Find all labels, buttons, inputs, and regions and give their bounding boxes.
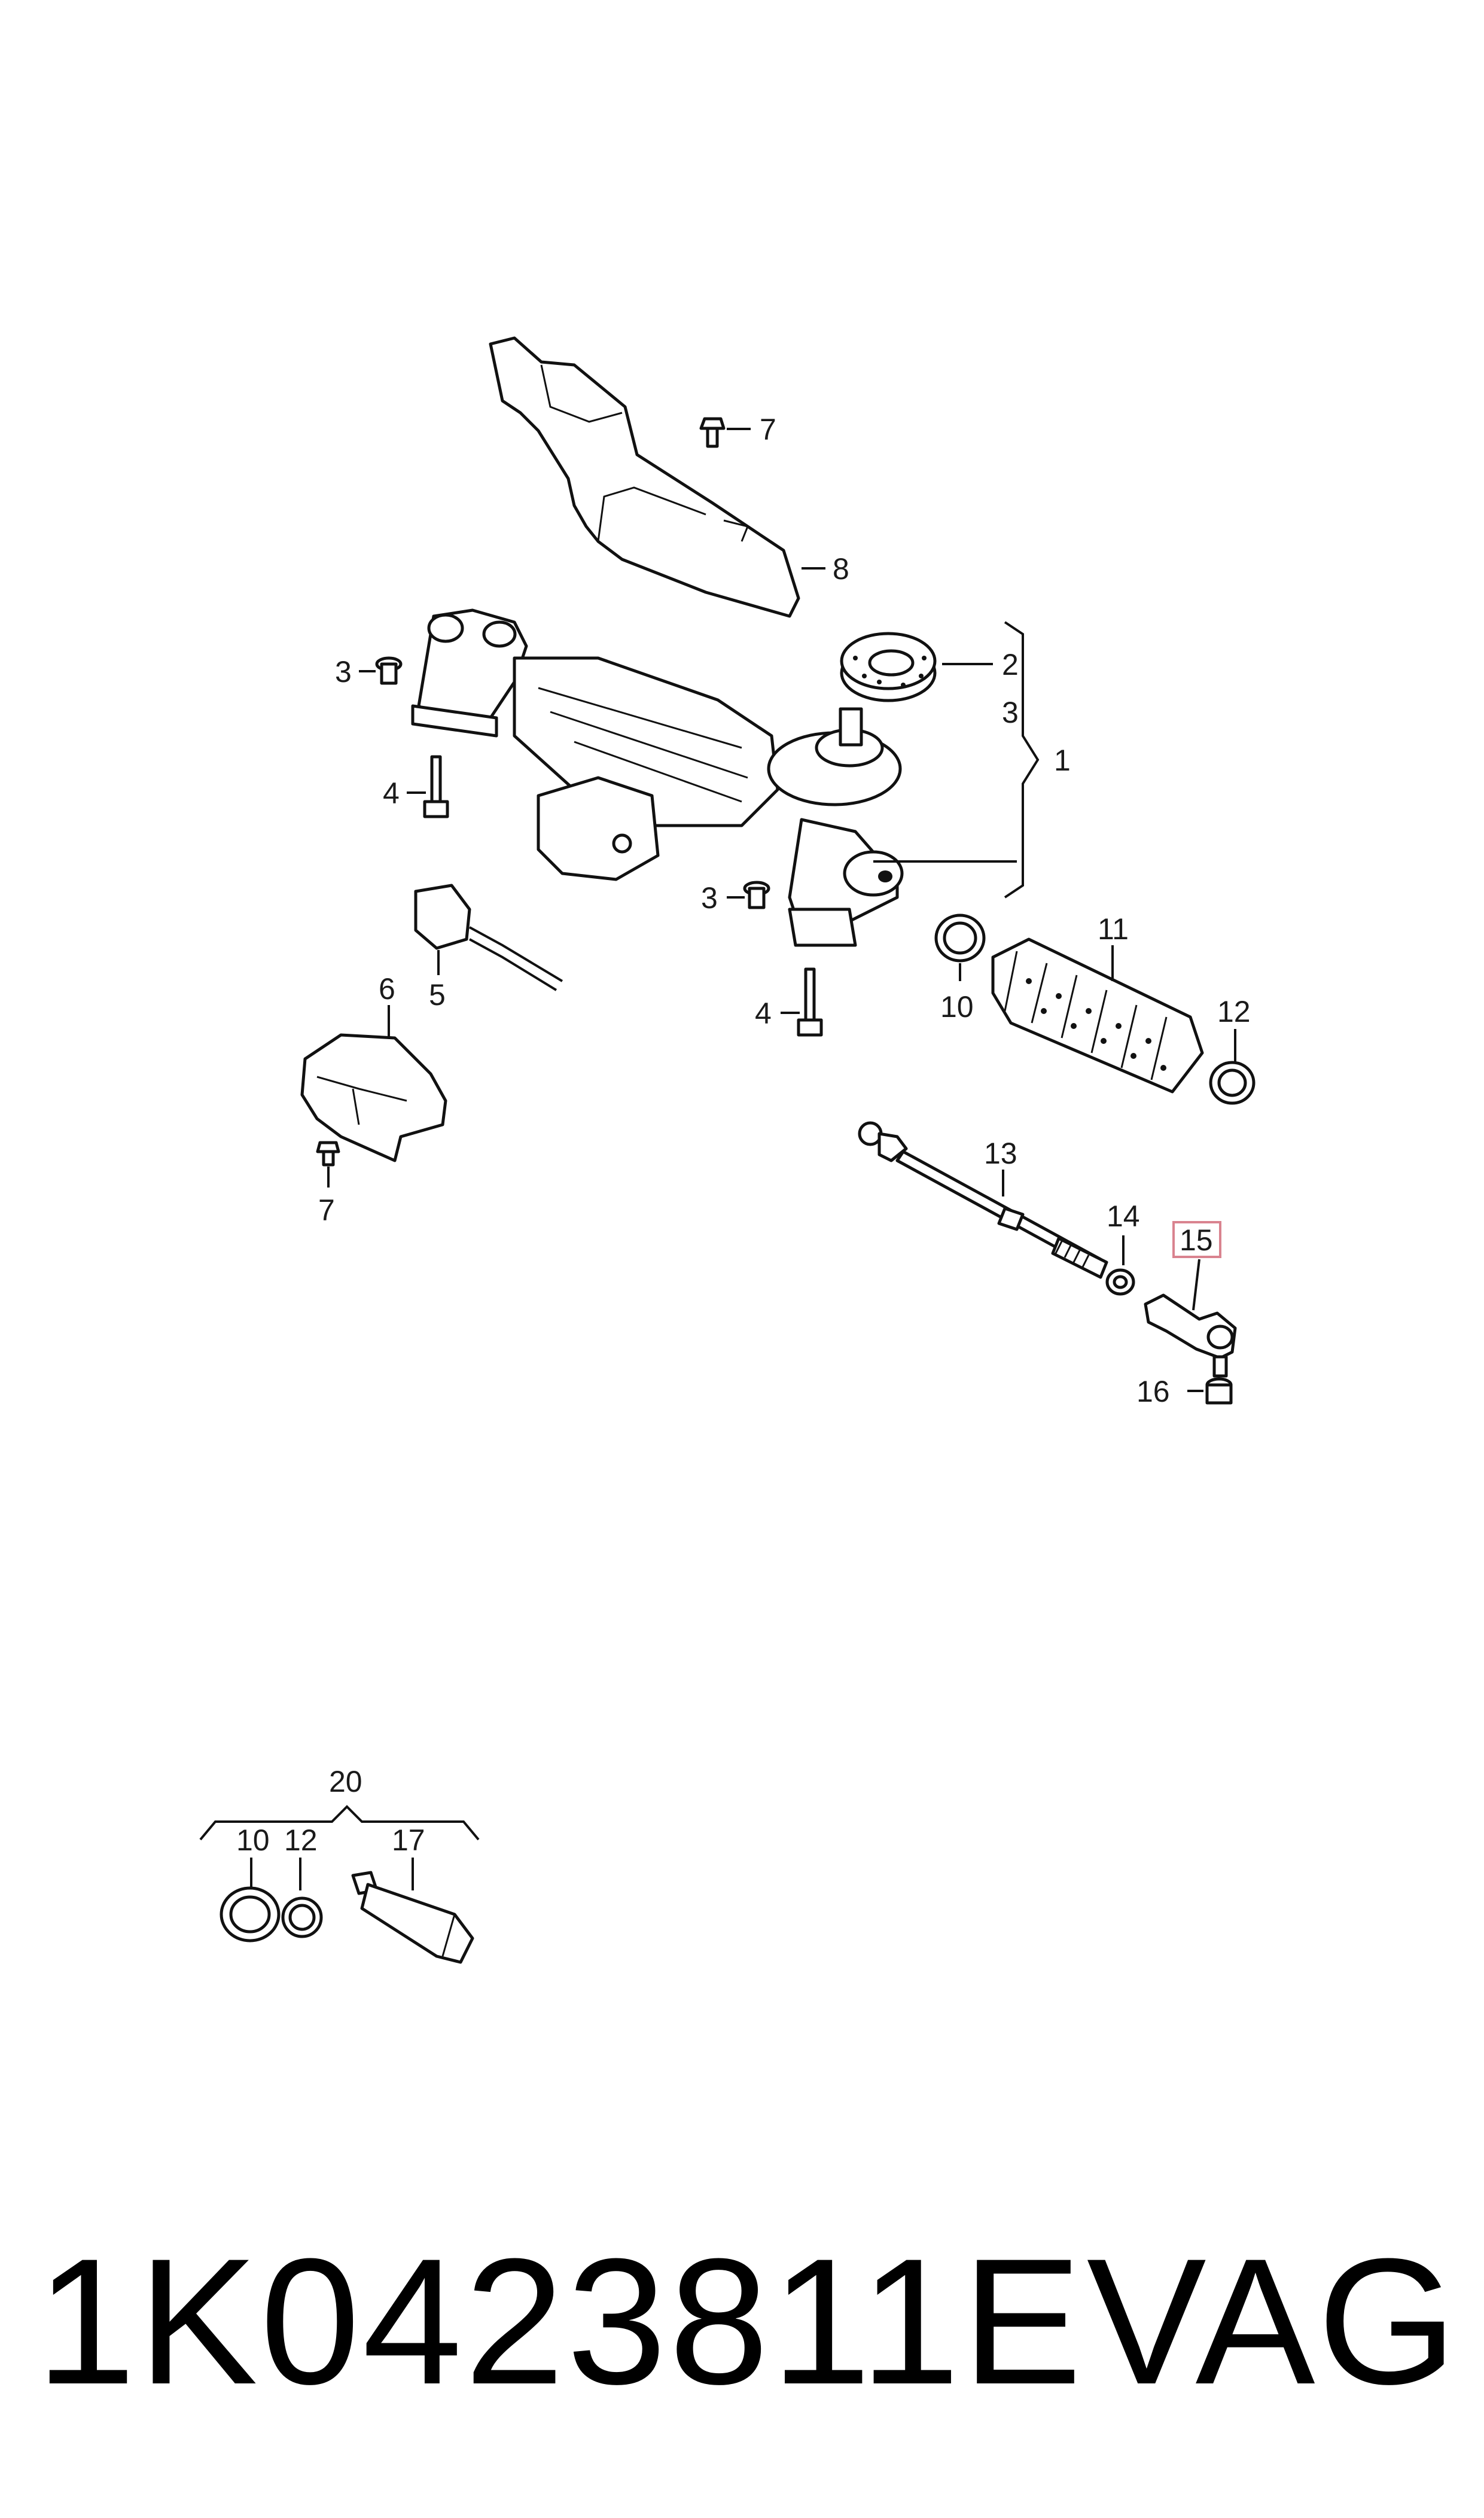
bolt-part-7-top	[699, 417, 726, 448]
kit-bracket	[199, 1805, 480, 1841]
callout-7-top: 7	[760, 413, 776, 446]
callout-10: 10	[940, 990, 974, 1024]
callout-13: 13	[984, 1137, 1017, 1170]
callout-4-right: 4	[755, 997, 772, 1030]
tie-rod-part-13	[858, 1121, 1108, 1279]
grease-tube-part-17	[351, 1871, 474, 1964]
callout-6: 6	[379, 972, 395, 1006]
nut-part-14	[1105, 1268, 1135, 1296]
callout-10-kit: 10	[236, 1823, 270, 1857]
bolt-part-3-right	[743, 881, 770, 909]
callout-11: 11	[1098, 912, 1129, 946]
locknut-part-16	[1205, 1377, 1233, 1405]
connector-part-5	[414, 884, 563, 991]
bolt-part-7-lower	[316, 1141, 340, 1167]
brand-name: VAG	[1086, 2221, 1459, 2422]
callout-3-right: 3	[701, 881, 718, 915]
callout-15: 15	[1180, 1223, 1213, 1257]
cover-part-6	[300, 1033, 447, 1162]
clamp-part-10-kit	[220, 1886, 281, 1942]
callout-7-lower: 7	[318, 1193, 335, 1227]
bellows-boot-part-11	[991, 937, 1204, 1094]
tie-rod-end-part-15	[1144, 1293, 1237, 1378]
clamp-part-12	[1209, 1061, 1256, 1105]
callout-8: 8	[833, 552, 849, 586]
clamp-part-10	[934, 914, 986, 963]
callout-12-kit: 12	[284, 1823, 318, 1857]
callout-17: 17	[392, 1823, 425, 1857]
callout-20: 20	[329, 1765, 362, 1798]
long-bolt-part-4-right	[797, 967, 823, 1037]
steering-rack-housing-part-1	[411, 608, 904, 947]
callout-14: 14	[1107, 1199, 1140, 1233]
callout-1: 1	[1054, 744, 1071, 777]
callout-16: 16	[1136, 1375, 1170, 1408]
rubber-mount-part-2	[840, 632, 937, 702]
callout-3-left: 3	[335, 655, 352, 689]
long-bolt-part-4-left	[423, 755, 449, 818]
bolt-part-3-left	[375, 656, 403, 685]
part-number: 1K0423811E	[36, 2221, 1084, 2422]
clamp-part-12-kit	[281, 1896, 323, 1938]
callout-12: 12	[1217, 995, 1251, 1028]
footer-caption: 1K0423811E VAG	[36, 2208, 1459, 2435]
callout-2: 2	[1002, 648, 1019, 681]
heat-shield-part-8	[489, 336, 800, 618]
callout-5: 5	[429, 978, 446, 1012]
highlight-box-15	[1172, 1221, 1221, 1258]
callout-3-bracket: 3	[1002, 696, 1019, 729]
callout-4-left: 4	[383, 777, 400, 810]
